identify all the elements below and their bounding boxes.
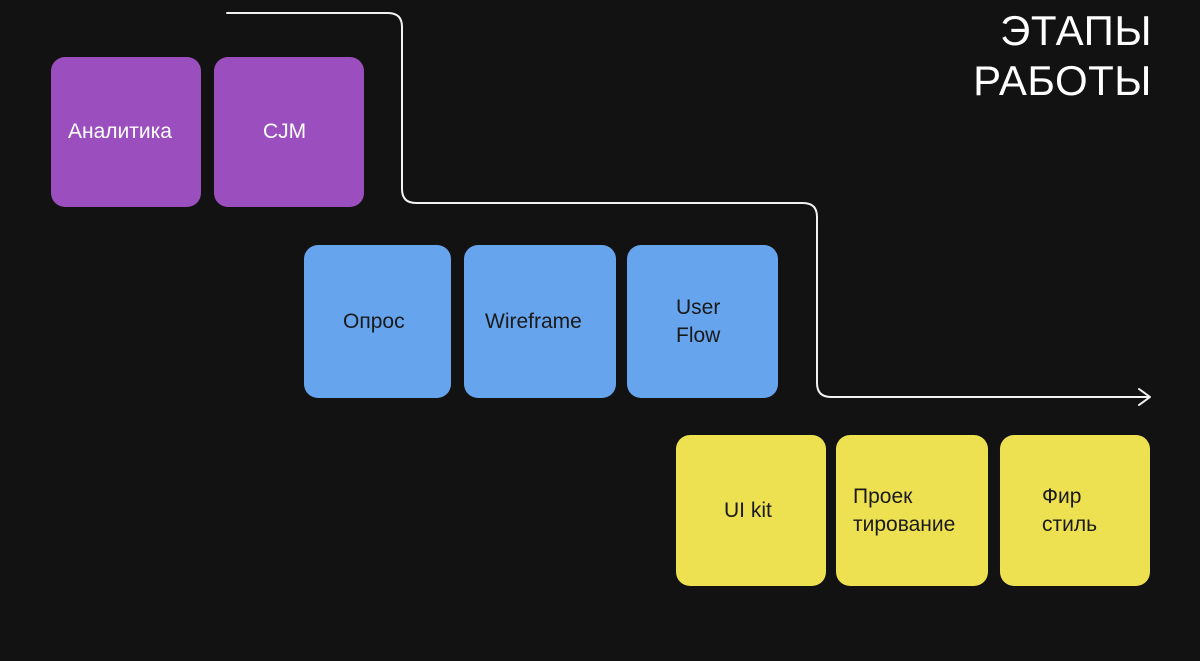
page-title: ЭТАПЫ РАБОТЫ — [973, 7, 1152, 104]
stage-node-ui-0[interactable]: UI kit — [676, 435, 826, 586]
stage-node-ux-1[interactable]: Wireframe — [464, 245, 616, 398]
stage-node-research-0[interactable]: Аналитика — [51, 57, 201, 207]
stage-node-ux-0[interactable]: Опрос — [304, 245, 451, 398]
stage-node-ux-2[interactable]: User Flow — [627, 245, 778, 398]
stage-node-ui-2[interactable]: Фир стиль — [1000, 435, 1150, 586]
stage-node-ui-1[interactable]: Проек тирование — [836, 435, 988, 586]
stage-node-research-1[interactable]: CJM — [214, 57, 364, 207]
arrowhead-icon — [1138, 388, 1151, 406]
